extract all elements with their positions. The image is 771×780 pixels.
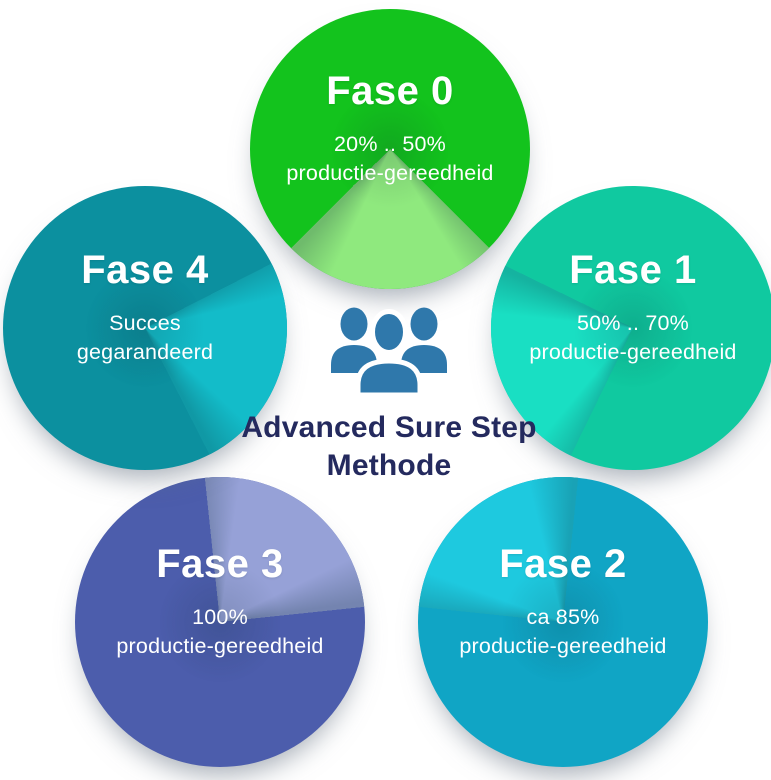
phase-subtitle: Succes gegarandeerd [77,309,213,366]
phase-subtitle-line1: Succes [109,311,181,336]
people-group-icon [329,303,449,398]
phase-subtitle-line2: productie-gereedheid [529,339,737,364]
phase-title: Fase 2 [499,542,627,587]
phase-title: Fase 3 [156,542,284,587]
diagram-center: Advanced Sure Step Methode [214,303,564,485]
phase-circle-fase-1: Fase 1 50% .. 70% productie-gereedheid [491,186,771,470]
phase-title: Fase 0 [326,69,454,114]
phase-title: Fase 1 [569,248,697,293]
phase-subtitle-line1: 100% [192,605,248,630]
phase-title: Fase 4 [81,248,209,293]
phase-subtitle-line2: productie-gereedheid [286,160,494,185]
phase-subtitle-line1: 20% .. 50% [334,132,446,157]
diagram-title-line2: Methode [326,449,452,483]
phase-subtitle: 100% productie-gereedheid [116,603,323,660]
phase-subtitle-line2: productie-gereedheid [459,633,667,658]
phase-circle-fase-3: Fase 3 100% productie-gereedheid [75,477,365,767]
phase-circle-fase-2: Fase 2 ca 85% productie-gereedheid [418,477,708,767]
diagram-title: Advanced Sure Step Methode [214,409,564,485]
phase-subtitle: 20% .. 50% productie-gereedheid [286,130,493,187]
phase-subtitle-line1: ca 85% [526,605,600,630]
phase-subtitle-line2: productie-gereedheid [116,633,324,658]
phase-subtitle: ca 85% productie-gereedheid [459,603,666,660]
phase-circle-fase-0: Fase 0 20% .. 50% productie-gereedheid [250,9,530,289]
phase-subtitle: 50% .. 70% productie-gereedheid [529,309,736,366]
phase-circle-fase-4: Fase 4 Succes gegarandeerd [3,186,287,470]
diagram-title-line1: Advanced Sure Step [241,411,537,444]
phase-subtitle-line1: 50% .. 70% [577,311,689,336]
phase-subtitle-line2: gegarandeerd [76,339,214,364]
